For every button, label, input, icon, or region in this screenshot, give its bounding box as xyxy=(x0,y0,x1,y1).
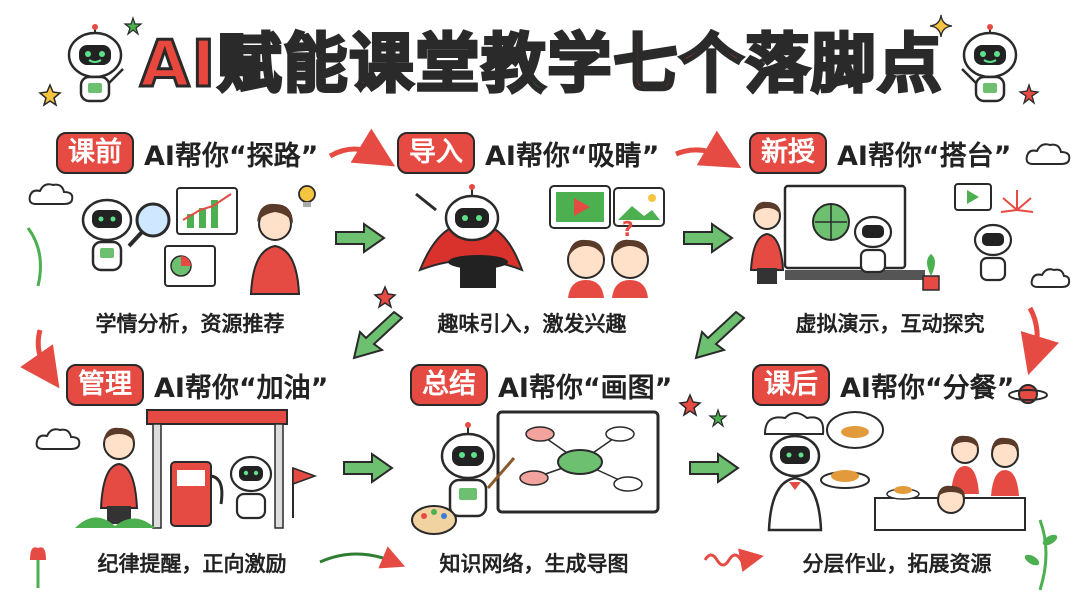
green-arrow-4-icon xyxy=(689,452,740,484)
video-icon xyxy=(549,185,611,229)
title-part-2: 赋能 xyxy=(216,27,350,104)
planet-icon xyxy=(1008,384,1048,404)
step-1-illustration xyxy=(81,185,316,295)
green-curve-arrow-icon xyxy=(319,546,406,569)
cloud-icon xyxy=(1025,143,1071,165)
step-2-header: 导入 AI帮你“吸睛” xyxy=(397,132,660,174)
flag-icon xyxy=(292,466,318,518)
step-1-tag: 课前 xyxy=(56,132,134,174)
green-arrow-3-icon xyxy=(343,452,394,484)
gas-station-icon xyxy=(146,409,288,529)
wave-arrow-icon xyxy=(703,548,764,572)
title-part-5: 七个 xyxy=(612,27,746,104)
step-6-illustration xyxy=(763,411,1026,532)
students-icon xyxy=(937,435,1019,514)
title-part-6: 落脚点 xyxy=(744,27,944,104)
robot-icon xyxy=(973,223,1013,282)
star-icon xyxy=(708,408,728,428)
teacher-icon xyxy=(249,203,301,295)
whiteboard-icon xyxy=(496,410,660,514)
leaf-sprig-icon xyxy=(26,227,42,287)
step-5-subtitle: AI帮你“画图” xyxy=(498,372,673,404)
lightbulb-icon xyxy=(298,185,316,207)
bush-icon xyxy=(75,517,155,528)
arrow-left-down-icon xyxy=(20,329,60,389)
step-3-tag: 新授 xyxy=(749,132,827,174)
leaf-icon xyxy=(1042,534,1058,546)
palette-icon xyxy=(411,505,457,535)
robot-icon xyxy=(229,455,273,520)
step-2-subtitle: AI帮你“吸睛” xyxy=(485,140,660,172)
step-1-header: 课前 AI帮你“探路” xyxy=(56,132,319,174)
step-5-tag: 总结 xyxy=(410,364,488,406)
chart-board-icon xyxy=(176,187,238,235)
star-icon xyxy=(373,285,397,309)
step-6-tag: 课后 xyxy=(752,364,830,406)
question-mark-icon: ? xyxy=(622,217,634,241)
step-3-subtitle: AI帮你“搭台” xyxy=(837,140,1012,172)
green-arrow-2-icon xyxy=(683,222,734,254)
video-icon xyxy=(954,183,992,211)
star-icon xyxy=(123,16,143,36)
green-arrow-back-left-icon xyxy=(352,310,404,360)
step-4-subtitle: AI帮你“加油” xyxy=(154,372,329,404)
magnifier-icon xyxy=(127,202,171,248)
food-plate-icon xyxy=(820,470,870,489)
step-1-caption: 学情分析，资源推荐 xyxy=(95,312,285,336)
top-hat-icon xyxy=(448,255,508,288)
teacher-icon xyxy=(749,201,785,284)
step-1-subtitle: AI帮你“探路” xyxy=(144,140,319,172)
title-part-ai: AI xyxy=(138,27,218,104)
robot-icon xyxy=(853,215,893,274)
tulip-flower-icon xyxy=(30,547,46,560)
arrow-right-down-icon xyxy=(1020,306,1059,376)
title-part-3: 课堂 xyxy=(348,27,482,104)
page-title: AI赋能课堂教学七个落脚点 xyxy=(138,22,944,108)
step-3-header: 新授 AI帮你“搭台” xyxy=(749,132,1012,174)
arrow-2-to-3-icon xyxy=(675,130,742,169)
sparkle-icon xyxy=(929,14,953,38)
step-6-caption: 分层作业，拓展资源 xyxy=(802,552,992,576)
step-6-subtitle: AI帮你“分餐” xyxy=(840,372,1015,404)
robot-icon xyxy=(81,198,133,272)
step-2-caption: 趣味引入，激发兴趣 xyxy=(437,312,627,336)
picture-icon xyxy=(613,187,665,227)
step-2-tag: 导入 xyxy=(397,132,475,174)
green-arrow-back-right-icon xyxy=(694,310,746,360)
arrow-1-to-2-icon xyxy=(328,128,396,167)
cloud-icon xyxy=(28,183,74,205)
teacher-icon xyxy=(99,427,139,524)
green-arrow-1-icon xyxy=(335,222,386,254)
step-5-header: 总结 AI帮你“画图” xyxy=(410,364,673,406)
step-5-caption: 知识网络，生成导图 xyxy=(439,552,629,576)
fireworks-icon xyxy=(1000,190,1034,213)
step-4-tag: 管理 xyxy=(66,364,144,406)
students-icon xyxy=(567,239,649,298)
leaf-icon xyxy=(1024,554,1040,566)
star-icon xyxy=(1018,82,1040,105)
thought-bubble-icon xyxy=(826,411,884,449)
plant-icon xyxy=(922,254,940,291)
robot-mascot-right-icon xyxy=(961,24,1018,103)
step-2-illustration: ? xyxy=(415,184,665,298)
step-5-illustration xyxy=(411,410,660,535)
step-3-illustration xyxy=(749,183,1034,291)
robot-icon xyxy=(440,422,516,518)
step-4-header: 管理 AI帮你“加油” xyxy=(66,364,329,406)
chef-robot-icon xyxy=(763,412,825,532)
dining-table-icon xyxy=(874,486,1026,531)
step-6-header: 课后 AI帮你“分餐” xyxy=(752,364,1015,406)
pie-card-icon xyxy=(164,245,216,287)
robot-mascot-left-icon xyxy=(67,24,124,103)
step-3-caption: 虚拟演示，互动探究 xyxy=(795,312,985,336)
title-part-4: 教学 xyxy=(480,27,614,104)
star-icon xyxy=(678,393,702,417)
star-icon xyxy=(38,83,62,107)
step-4-illustration xyxy=(75,409,318,529)
leaf-sprig-icon xyxy=(1038,519,1048,591)
cloud-icon xyxy=(1030,268,1071,288)
cloud-icon xyxy=(35,428,81,450)
step-4-caption: 纪律提醒，正向激励 xyxy=(97,552,287,576)
